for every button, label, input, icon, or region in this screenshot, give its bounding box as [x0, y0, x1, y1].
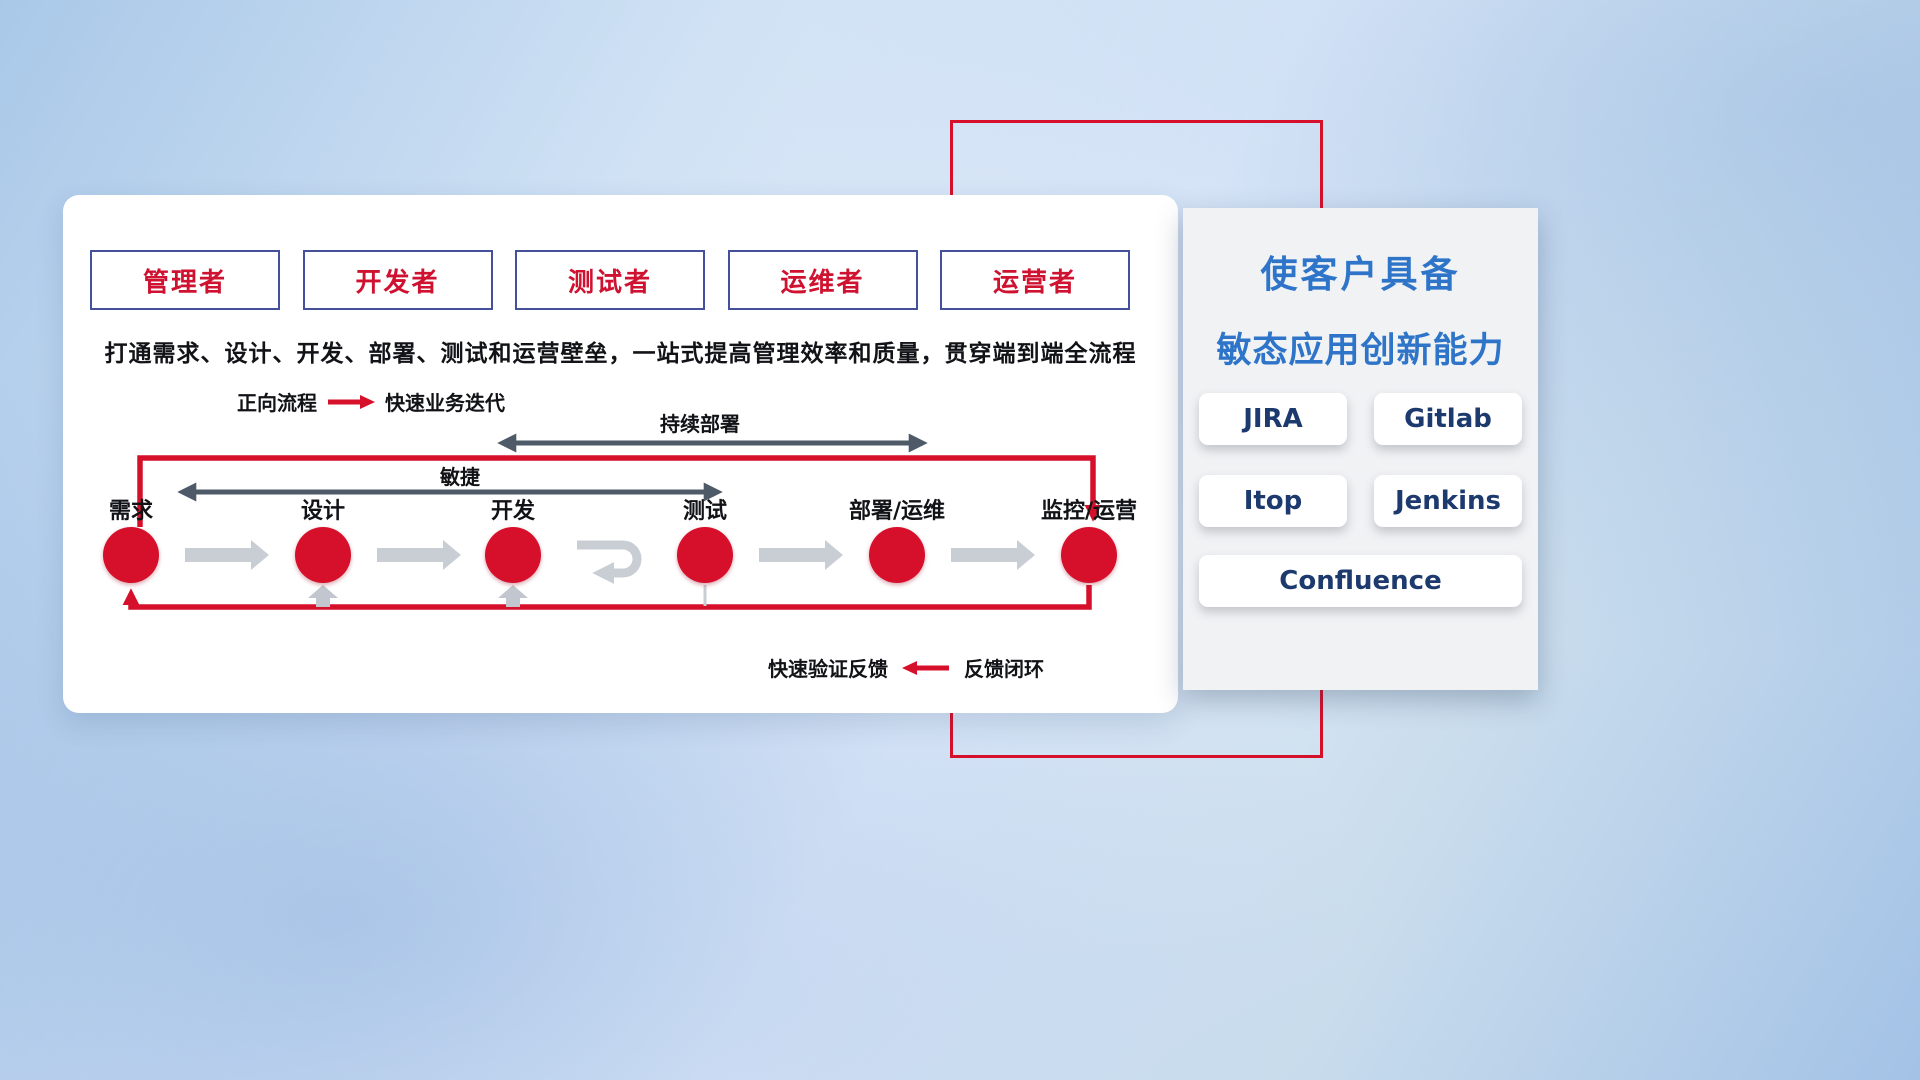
panel-description: 打通需求、设计、开发、部署、测试和运营壁垒，一站式提高管理效率和质量，贯穿端到端… — [104, 341, 1137, 367]
continuous-deployment-label: 持续部署 — [660, 412, 740, 436]
left-arrow-icon — [902, 660, 949, 675]
role-box-developer: 开发者 — [302, 250, 493, 310]
stage-label: 开发 — [490, 499, 535, 524]
role-box-ops: 运维者 — [727, 250, 918, 310]
role-box-operator: 运营者 — [940, 250, 1130, 310]
tool-jenkins: Jenkins — [1374, 475, 1522, 527]
stage-label: 测试 — [682, 499, 727, 524]
stage-development: 开发 — [443, 499, 583, 583]
feedback-legend-value: 反馈闭环 — [964, 657, 1044, 681]
stage-design: 设计 — [253, 499, 393, 583]
forward-flow-label: 正向流程 — [237, 391, 317, 415]
role-label: 开发者 — [355, 267, 440, 298]
stage-monitor-ops: 监控/运营 — [1019, 499, 1159, 583]
feedback-legend-label: 快速验证反馈 — [768, 657, 888, 681]
stage-testing: 测试 — [635, 499, 775, 583]
stage-requirements: 需求 — [61, 499, 201, 583]
stage-label: 监控/运营 — [1040, 499, 1138, 524]
feedback-up-arrow — [308, 585, 338, 607]
stage-label: 需求 — [108, 499, 153, 524]
right-arrow-icon — [328, 394, 375, 409]
main-panel: 管理者 开发者 测试者 运维者 运营者 打通需求、设计、开发、部署、测试和运营壁… — [63, 195, 1178, 713]
tool-confluence: Confluence — [1199, 555, 1522, 607]
stage-circle — [869, 527, 925, 583]
role-label: 运营者 — [992, 267, 1077, 298]
role-label: 测试者 — [567, 267, 652, 298]
stage-circle — [295, 527, 351, 583]
tool-gitlab: Gitlab — [1374, 393, 1522, 445]
tool-itop: Itop — [1199, 475, 1347, 527]
stage-circle — [103, 527, 159, 583]
roles-row: 管理者 开发者 测试者 运维者 运营者 — [90, 250, 1130, 310]
forward-flow-value: 快速业务迭代 — [385, 391, 505, 415]
iteration-loop-icon — [577, 540, 642, 584]
forward-flow-legend: 正向流程 快速业务迭代 — [237, 387, 505, 416]
role-box-manager: 管理者 — [90, 250, 280, 310]
stage-circle — [1061, 527, 1117, 583]
tool-jira: JIRA — [1199, 393, 1347, 445]
role-label: 运维者 — [780, 267, 865, 298]
feedback-loop-line — [122, 585, 1092, 610]
feedback-up-arrow — [498, 585, 528, 607]
feedback-legend: 快速验证反馈 反馈闭环 — [768, 653, 1044, 682]
right-panel: 使客户具备 敏态应用创新能力 JIRA Gitlab Itop Jenkins … — [1183, 208, 1538, 690]
stage-deploy-ops: 部署/运维 — [827, 499, 967, 583]
agile-label: 敏捷 — [440, 465, 480, 489]
stage-circle — [677, 527, 733, 583]
stage-label: 部署/运维 — [848, 499, 946, 524]
right-panel-title-line1: 使客户具备 — [1260, 253, 1461, 296]
right-panel-title-line2: 敏态应用创新能力 — [1216, 331, 1505, 371]
role-box-tester: 测试者 — [515, 250, 705, 310]
role-label: 管理者 — [142, 267, 227, 298]
stage-circle — [485, 527, 541, 583]
stage-label: 设计 — [300, 499, 345, 524]
